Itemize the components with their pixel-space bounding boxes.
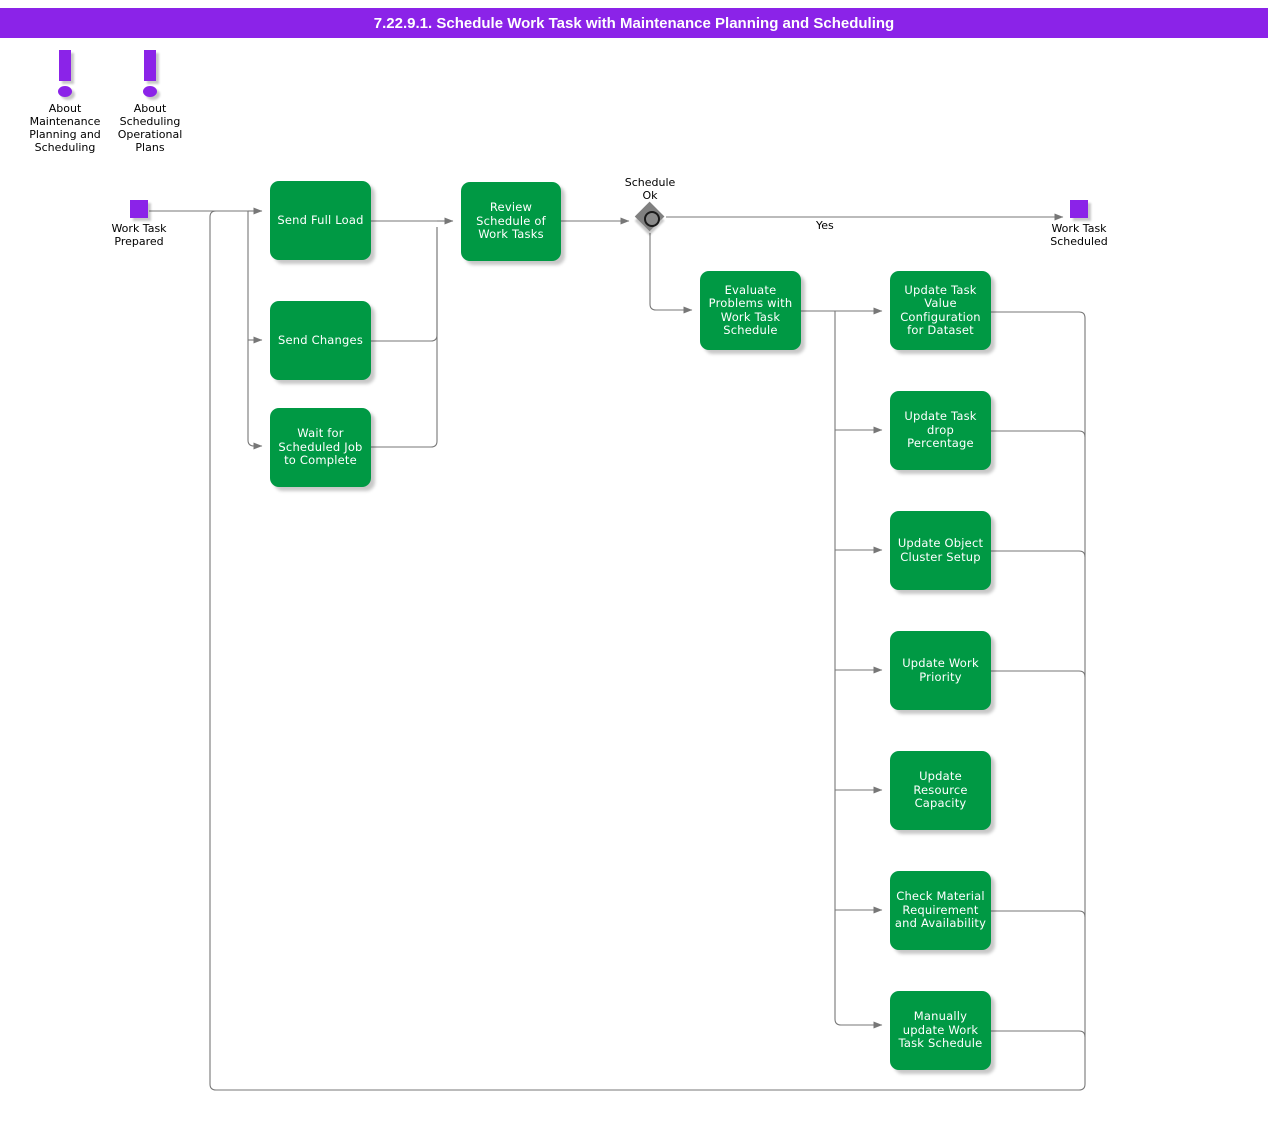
node-update-task-drop-percentage[interactable]: Update Task drop Percentage — [890, 391, 991, 470]
node-label: Update Work Priority — [902, 656, 979, 684]
note-label-line4: Scheduling — [34, 141, 96, 154]
node-label: Review Schedule of Work Tasks — [476, 200, 546, 242]
decision-label: Schedule Ok — [600, 176, 700, 202]
node-label: Evaluate Problems with Work Task Schedul… — [708, 282, 793, 337]
node-update-work-priority[interactable]: Update Work Priority — [890, 631, 991, 710]
node-check-material-requirement-and-availability[interactable]: Check Material Requirement and Availabil… — [890, 871, 991, 950]
terminator-label-line1: Work Task — [1051, 222, 1107, 235]
node-label: Update Task drop Percentage — [904, 409, 977, 451]
node-evaluate-problems-with-work-task-schedule[interactable]: Evaluate Problems with Work Task Schedul… — [700, 271, 801, 350]
decision-label-line1: Schedule — [624, 176, 676, 189]
node-update-task-value-configuration-for-dataset[interactable]: Update Task Value Configuration for Data… — [890, 271, 991, 350]
exclamation-icon — [90, 48, 210, 100]
exclamation-icon — [5, 48, 125, 100]
note-about-scheduling-operational-plans[interactable]: About Scheduling Operational Plans — [90, 48, 210, 154]
end-node-icon — [1070, 200, 1088, 218]
node-send-full-load[interactable]: Send Full Load — [270, 181, 371, 260]
edge-label-yes: Yes — [816, 219, 834, 232]
decision-circle-icon — [644, 211, 660, 227]
note-about-maintenance-planning[interactable]: About Maintenance Planning and Schedulin… — [5, 48, 125, 154]
node-label: Wait for Scheduled Job to Complete — [278, 426, 363, 468]
node-update-resource-capacity[interactable]: Update Resource Capacity — [890, 751, 991, 830]
terminator-label-line1: Work Task — [111, 222, 167, 235]
node-label: Send Full Load — [277, 212, 364, 227]
node-manually-update-work-task-schedule[interactable]: Manually update Work Task Schedule — [890, 991, 991, 1070]
note-label-line3: Operational — [117, 128, 183, 141]
start-node-icon — [130, 200, 148, 218]
note-label-line1: About — [133, 102, 167, 115]
note-label-line3: Planning and — [29, 128, 101, 141]
terminator-label-line2: Prepared — [114, 235, 164, 248]
terminator-label-line2: Scheduled — [1050, 235, 1108, 248]
node-label: Manually update Work Task Schedule — [898, 1009, 983, 1051]
decision-label-line2: Ok — [642, 189, 658, 202]
node-label: Check Material Requirement and Availabil… — [894, 889, 987, 931]
note-label-line1: About — [48, 102, 82, 115]
node-label: Update Task Value Configuration for Data… — [900, 282, 981, 337]
decision-node-schedule-ok[interactable] — [635, 202, 665, 232]
node-update-object-cluster-setup[interactable]: Update Object Cluster Setup — [890, 511, 991, 590]
page-title-bar: 7.22.9.1. Schedule Work Task with Mainte… — [0, 8, 1268, 38]
node-send-changes[interactable]: Send Changes — [270, 301, 371, 380]
node-label: Update Resource Capacity — [913, 769, 968, 811]
node-review-schedule-of-work-tasks[interactable]: Review Schedule of Work Tasks — [461, 182, 561, 261]
page-title: 7.22.9.1. Schedule Work Task with Mainte… — [373, 14, 895, 32]
node-label: Send Changes — [277, 332, 364, 347]
node-wait-for-scheduled-job-to-complete[interactable]: Wait for Scheduled Job to Complete — [270, 408, 371, 487]
node-label: Update Object Cluster Setup — [897, 536, 984, 564]
note-label-line2: Scheduling — [119, 115, 181, 128]
note-label-line2: Maintenance — [29, 115, 101, 128]
note-label-line4: Plans — [135, 141, 165, 154]
